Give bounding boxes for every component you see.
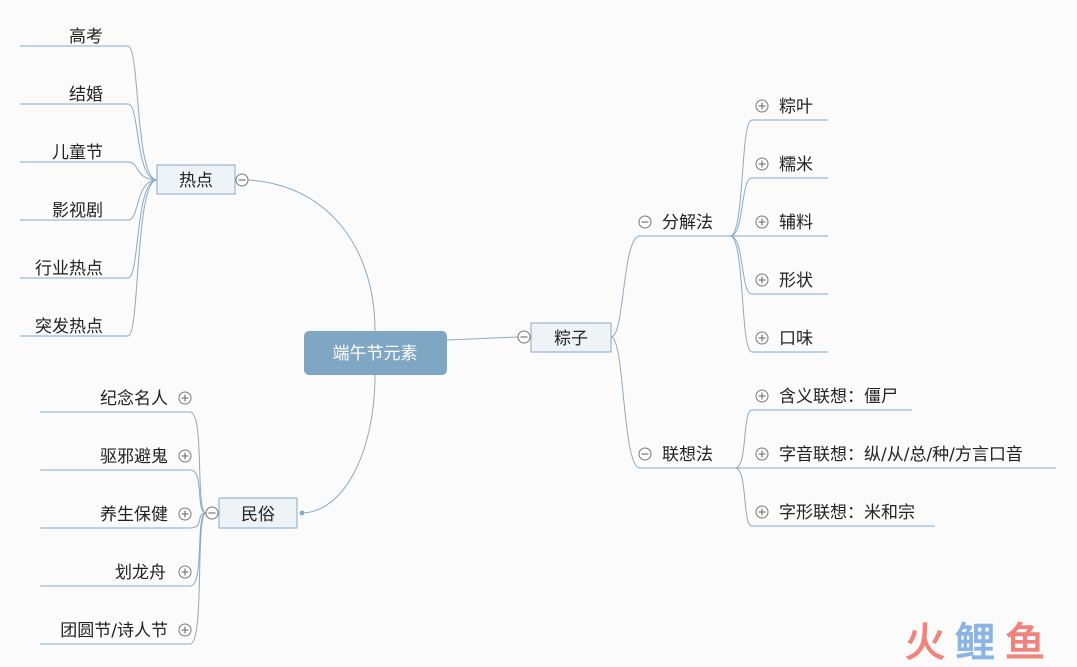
watermark-char-3: 鱼 [1005,620,1045,666]
leaf-decompose-5[interactable]: 口味 [779,329,813,349]
leaf-hot-3[interactable]: 儿童节 [52,143,103,163]
central-topic-label: 端午节元素 [333,344,418,364]
connector-decompose-leaf-1 [729,119,828,237]
expand-plus-icon-folk-1[interactable] [178,391,192,405]
expand-plus-icon-associate-3[interactable] [755,505,769,519]
collapse-icon-associate[interactable] [638,447,652,461]
leaf-decompose-3[interactable]: 辅料 [779,213,813,233]
leaf-hot-4[interactable]: 影视剧 [52,201,103,221]
expand-plus-icon-folk-4[interactable] [178,565,192,579]
leaf-folk-3[interactable]: 养生保健 [100,505,168,525]
connector-hot-leaf-1 [20,45,158,181]
connector-central-zongzi [446,336,519,341]
topic-decompose[interactable]: 分解法 [662,213,713,233]
connector-folk-leaf-1 [40,411,207,514]
leaf-associate-3[interactable]: 字形联想：米和宗 [779,503,915,523]
topic-folk-label: 民俗 [241,505,275,525]
expand-plus-icon-decompose-1[interactable] [755,99,769,113]
connector-decompose-leaf-5 [729,235,828,353]
connector-lines [20,45,1056,645]
connector-hot-leaf-6 [20,179,158,337]
connector-central-hot [247,179,376,332]
expand-plus-icon-associate-1[interactable] [755,389,769,403]
leaf-decompose-4[interactable]: 形状 [779,271,813,291]
connector-associate-leaf-3 [734,467,935,527]
leaf-folk-1[interactable]: 纪念名人 [100,388,168,409]
leaf-hot-1[interactable]: 高考 [69,27,103,47]
expand-plus-icon-decompose-5[interactable] [755,331,769,345]
connector-zongzi-decompose [610,235,730,338]
watermark-char-2: 鲤 [955,620,995,666]
collapse-icon-folk[interactable] [205,506,219,520]
topic-hot-label: 热点 [179,171,213,191]
connector-zongzi-associate [610,336,735,469]
leaf-associate-1[interactable]: 含义联想：僵尸 [779,387,898,407]
expand-plus-icon-decompose-2[interactable] [755,157,769,171]
leaf-folk-2[interactable]: 驱邪避鬼 [100,447,168,467]
leaf-decompose-1[interactable]: 粽叶 [779,97,813,117]
leaf-hot-5[interactable]: 行业热点 [35,259,103,279]
connector-endpoint-dot [299,510,305,516]
expand-icons-zongzi [755,99,769,519]
connector-hot-leaf-3 [20,161,158,181]
topic-folk[interactable]: 民俗 [218,497,298,529]
connector-hot-leaf-2 [20,103,158,181]
connector-folk-leaf-5 [40,512,207,645]
expand-plus-icon-folk-2[interactable] [178,449,192,463]
expand-plus-icon-decompose-4[interactable] [755,273,769,287]
topic-zongzi[interactable]: 粽子 [530,322,612,353]
connector-associate-leaf-1 [734,409,912,469]
connector-hot-leaf-4 [20,179,158,221]
expand-plus-icon-decompose-3[interactable] [755,215,769,229]
expand-icons-folk [178,391,192,637]
topic-associate[interactable]: 联想法 [662,445,713,465]
expand-plus-icon-folk-3[interactable] [178,507,192,521]
connector-folk-leaf-2 [40,469,207,514]
expand-plus-icon-associate-2[interactable] [755,447,769,461]
leaf-associate-2[interactable]: 字音联想：纵/从/总/种/方言口音 [779,445,1023,465]
central-topic[interactable]: 端午节元素 [304,331,447,375]
topic-decompose-label: 分解法 [662,213,713,233]
topic-zongzi-label: 粽子 [554,329,588,349]
connector-decompose-leaf-4 [729,235,828,295]
collapse-icon-hot[interactable] [235,173,249,187]
connector-central-folk [301,374,376,514]
topic-associate-label: 联想法 [662,445,713,465]
leaf-hot-6[interactable]: 突发热点 [35,317,103,337]
connector-decompose-leaf-2 [729,177,828,237]
leaf-folk-4[interactable]: 划龙舟 [115,563,166,583]
topic-hot[interactable]: 热点 [156,164,236,195]
leaf-decompose-2[interactable]: 糯米 [779,155,813,175]
collapse-icon-zongzi[interactable] [517,330,531,344]
connector-hot-leaf-5 [20,179,158,279]
collapse-icon-decompose[interactable] [638,215,652,229]
watermark-char-1: 火 [905,620,945,666]
watermark-logo: 火 鲤 鱼 [905,620,1045,666]
expand-plus-icon-folk-5[interactable] [178,623,192,637]
leaf-hot-2[interactable]: 结婚 [69,85,103,105]
connector-folk-leaf-4 [40,512,207,587]
connector-folk-leaf-3 [40,512,207,529]
leaf-folk-5[interactable]: 团圆节/诗人节 [60,621,168,641]
